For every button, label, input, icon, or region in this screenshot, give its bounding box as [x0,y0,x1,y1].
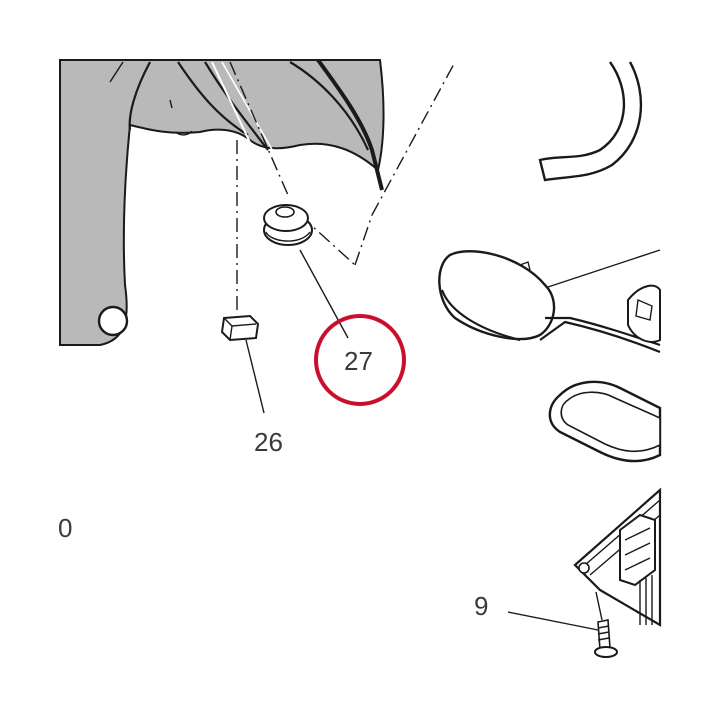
callout-9: 9 [474,591,488,621]
part-9-screw [507,591,618,658]
housing-body [59,58,385,346]
center-lines [229,61,456,310]
part-27-grommet [263,204,349,339]
callout-0: 0 [58,513,72,543]
part-26-block [220,314,265,414]
hose [538,61,643,182]
callout-27: 27 [344,346,373,376]
float-sensor [438,249,661,354]
gasket [548,380,662,463]
highlight-circle [314,314,406,406]
control-module [573,487,662,627]
housing-mount-hole [97,305,129,337]
callout-26: 26 [254,427,283,457]
